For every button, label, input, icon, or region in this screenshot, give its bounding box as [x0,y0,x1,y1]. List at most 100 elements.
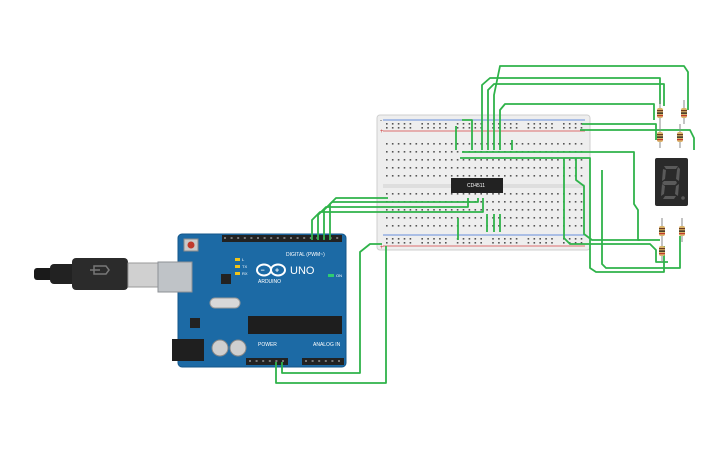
hole [509,217,512,219]
hole [433,151,435,153]
hole [574,201,577,203]
resistor-band [679,228,685,230]
hole [527,123,530,125]
hole [515,217,518,219]
resistor-band [659,250,665,252]
hole [391,159,394,161]
hole [468,123,471,125]
hole [397,209,400,211]
resistors[interactable] [657,100,687,262]
cd4511-chip[interactable] [451,178,503,193]
resistor-4[interactable] [677,124,683,148]
hole [427,175,429,177]
wire-seg-f[interactable] [462,151,660,241]
usb-cable[interactable] [34,258,159,290]
hole [456,127,459,129]
digital-header-label: DIGITAL (PWM~) [286,252,325,258]
hole [427,127,429,129]
hole [439,151,441,153]
hole [415,151,418,153]
hole [468,159,471,161]
wire-seg-c[interactable] [493,65,689,150]
usb-symbol-icon [90,265,110,275]
hole [568,127,571,129]
hole [397,159,400,161]
hole [533,209,536,211]
segment-e [661,184,665,196]
hole [421,123,423,125]
seven-segment-display[interactable] [655,158,688,206]
hole [456,209,459,211]
segment-g [662,181,677,185]
hole [462,209,465,211]
hole [386,167,388,169]
hole [492,217,494,219]
wire-seg-g[interactable] [563,158,668,263]
display-segments [661,166,685,200]
wire-chip-jumper-1[interactable] [462,119,473,150]
hole [397,242,400,244]
hole [474,175,477,177]
hole [509,209,512,211]
arduino-uno-board[interactable]: DIGITAL (PWM~) − + UNO ARDUINO L TX RX O… [157,233,347,368]
hole [474,193,477,195]
hole [427,123,429,125]
hole [421,167,423,169]
wire-common[interactable] [575,158,640,241]
resistor-band [679,230,685,232]
hole [415,209,418,211]
hole [250,237,253,239]
wire-rail-right-2[interactable] [582,123,657,140]
resistor-1[interactable] [657,100,663,124]
hole [521,175,524,177]
digital-header [222,235,342,242]
hole [421,238,423,240]
hole [574,193,577,195]
power-header-label: POWER [258,342,277,348]
hole [397,217,400,219]
hole [456,151,459,153]
wire-d2[interactable] [329,197,388,240]
resistor-7[interactable] [659,238,665,262]
power-header [246,358,288,365]
hole [311,360,314,362]
wire-seg-d[interactable] [499,103,655,150]
wire-display-gnd[interactable] [601,170,681,269]
hole [403,209,406,211]
hole [515,209,518,211]
hole [521,143,524,145]
wires[interactable] [275,65,695,384]
hole [527,143,530,145]
hole [474,238,477,240]
hole [480,217,482,219]
hole [563,127,565,129]
hole [486,193,488,195]
hole [338,360,340,362]
hole [462,175,465,177]
resistor-band [659,230,665,232]
hole [474,167,477,169]
resistor-band [657,136,663,138]
hole [462,217,465,219]
breadboard[interactable]: - + + CD4511 [376,114,591,251]
svg-text:−: − [261,268,265,275]
wire-rail-right[interactable] [580,129,695,150]
hole [557,159,559,161]
resistor-band [657,134,663,136]
wire-seg-a[interactable] [481,77,661,150]
resistor-6[interactable] [679,218,685,242]
reset-button-cap [187,241,195,249]
hole [433,225,435,227]
hole [527,201,530,203]
hole [574,127,577,129]
segment-a [664,166,678,169]
hole [515,238,518,240]
resistor-2[interactable] [681,100,687,124]
hole [492,242,494,244]
wire-5v[interactable] [281,243,382,374]
resistor-3[interactable] [657,124,663,148]
wire-seg-b[interactable] [487,83,665,150]
hole [468,143,471,145]
wire-gnd[interactable] [275,246,387,384]
